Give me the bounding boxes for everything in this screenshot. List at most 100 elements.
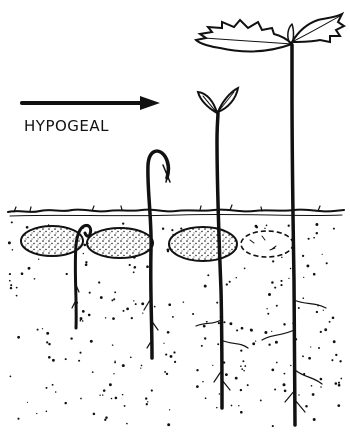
soil-speck <box>80 317 83 320</box>
seedling-stage-3 <box>169 88 248 408</box>
soil-speck <box>240 411 243 414</box>
soil-speck <box>89 292 91 294</box>
soil-speck <box>333 228 335 230</box>
soil-speck <box>133 300 134 301</box>
soil-speck <box>12 249 14 251</box>
soil-speck <box>164 371 166 373</box>
soil-speck <box>318 347 320 349</box>
soil-speck <box>203 325 206 328</box>
soil-speck <box>240 365 242 367</box>
soil-speck <box>225 373 228 376</box>
soil-speck <box>271 331 272 332</box>
soil-speck <box>244 365 246 367</box>
soil-speck <box>126 308 129 311</box>
soil-speck <box>37 329 39 331</box>
soil-speck <box>113 373 114 374</box>
soil-speck <box>90 340 93 343</box>
soil-speck <box>218 322 220 324</box>
seedling-stage-1 <box>21 225 91 328</box>
soil-speck <box>231 405 233 407</box>
soil-speck <box>146 403 148 405</box>
soil-speck <box>223 321 225 323</box>
soil-speck <box>93 413 96 416</box>
soil-speck <box>260 399 262 401</box>
soil-speck <box>180 228 182 230</box>
hypogeal-label: HYPOGEAL <box>24 117 109 135</box>
soil-speck <box>183 301 185 303</box>
soil-speck <box>281 257 282 258</box>
soil-speck <box>79 352 81 354</box>
soil-speck <box>66 273 68 275</box>
soil-speck <box>10 376 12 378</box>
soil-speck <box>64 402 66 404</box>
soil-speck <box>216 302 218 304</box>
soil-speck <box>168 303 171 306</box>
soil-speck <box>275 341 278 344</box>
soil-speck <box>276 305 278 307</box>
soil-speck <box>165 354 167 356</box>
soil-speck <box>340 378 342 380</box>
soil-speck <box>320 331 322 333</box>
soil-speck <box>272 425 274 427</box>
soil-speck <box>147 401 148 402</box>
soil-speck <box>312 393 315 396</box>
soil-speck <box>204 285 207 288</box>
soil-speck <box>302 255 304 257</box>
soil-speck <box>174 361 176 363</box>
soil-speck <box>173 351 175 353</box>
mature-leaf-left <box>196 20 292 51</box>
soil-speck <box>100 296 103 299</box>
soil-speck <box>80 398 82 400</box>
soil-speck <box>219 393 220 394</box>
soil-speck <box>290 268 292 270</box>
soil-speck <box>337 404 340 407</box>
soil-speck <box>48 356 51 359</box>
soil-speck <box>133 271 135 273</box>
soil-speck <box>266 308 267 309</box>
soil-speck <box>65 358 67 360</box>
soil-speck <box>48 343 50 345</box>
soil-speck <box>78 360 80 362</box>
soil-speck <box>21 272 24 275</box>
soil-speck <box>326 262 328 264</box>
soil-speck <box>85 261 87 263</box>
soil-speck <box>38 259 39 260</box>
soil-speck <box>298 307 300 309</box>
soil-speck <box>172 316 174 318</box>
soil-speck <box>313 237 315 239</box>
soil-speck <box>129 264 131 266</box>
soil-speck <box>55 391 57 393</box>
soil-speck <box>111 398 113 400</box>
soil-speck <box>333 340 336 343</box>
soil-speck <box>151 389 153 391</box>
soil-speck <box>316 311 318 313</box>
soil-speck <box>250 329 253 332</box>
soil-speck <box>316 232 318 234</box>
soil-speck <box>229 322 232 325</box>
soil-speck <box>98 281 100 283</box>
soil-speck <box>154 306 156 308</box>
soil-speck <box>46 332 49 335</box>
soil-speck <box>85 263 88 266</box>
soil-speck <box>122 222 124 224</box>
soil-speck <box>264 228 265 229</box>
direction-arrow <box>22 96 160 110</box>
soil-speck <box>9 273 11 275</box>
soil-speck <box>80 320 82 322</box>
soil-speck <box>306 264 309 267</box>
soil-speck <box>283 323 285 325</box>
soil-speck <box>167 331 170 334</box>
soil-speck <box>320 386 322 388</box>
soil-speck <box>212 365 213 366</box>
soil-speck <box>42 328 43 329</box>
soil-speck <box>83 244 86 247</box>
soil-speck <box>255 225 258 228</box>
soil-speck <box>266 225 268 227</box>
soil-speck <box>271 281 274 284</box>
soil-speck <box>111 299 113 301</box>
soil-speck <box>141 365 143 367</box>
soil-speck <box>205 397 207 399</box>
soil-speck <box>105 416 108 419</box>
soil-speck <box>331 359 333 361</box>
